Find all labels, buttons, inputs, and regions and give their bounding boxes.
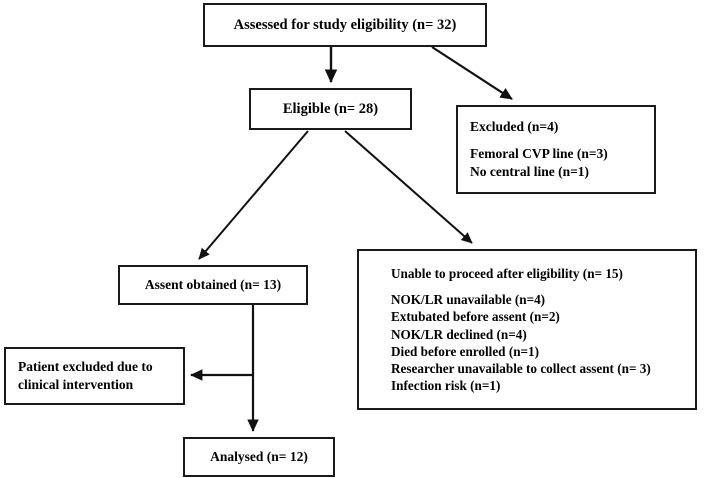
node-unable-reason-4: Researcher unavailable to collect assent… — [391, 360, 651, 376]
edge-eligible-to-unable — [344, 130, 473, 244]
node-unable-reason-3: Died before enrolled (n=1) — [391, 343, 540, 359]
node-patient-excluded-line-0: Patient excluded due to — [18, 359, 153, 375]
node-excluded-heading: Excluded (n=4) — [470, 119, 559, 135]
edge-eligible-to-assent — [198, 130, 309, 260]
node-excluded-reason-1: No central line (n=1) — [470, 163, 590, 179]
node-unable-reason-1: Extubated before assent (n=2) — [391, 309, 560, 325]
node-excluded-reason-0: Femoral CVP line (n=3) — [470, 146, 608, 162]
node-assent-line-0: Assent obtained (n= 13) — [144, 277, 282, 293]
node-unable-reason-0: NOK/LR unavailable (n=4) — [391, 292, 546, 308]
node-excluded: Excluded (n=4) Femoral CVP line (n=3) No… — [456, 105, 656, 194]
node-assessed-for-eligibility: Assessed for study eligibility (n= 32) — [203, 3, 487, 47]
node-analysed-line-0: Analysed (n= 12) — [210, 449, 308, 465]
node-unable-to-proceed: Unable to proceed after eligibility (n= … — [357, 249, 697, 410]
node-eligible-line-0: Eligible (n= 28) — [282, 100, 379, 117]
node-unable-heading: Unable to proceed after eligibility (n= … — [391, 265, 623, 281]
edge-assessed-to-excluded — [431, 46, 513, 100]
node-unable-reason-5: Infection risk (n=1) — [391, 378, 501, 393]
node-patient-excluded-line-1: clinical intervention — [18, 377, 134, 392]
node-assessed-line-0: Assessed for study eligibility (n= 32) — [233, 16, 457, 33]
node-eligible: Eligible (n= 28) — [249, 88, 412, 130]
node-analysed: Analysed (n= 12) — [183, 437, 335, 477]
node-unable-reason-2: NOK/LR declined (n=4) — [391, 326, 527, 342]
node-patient-excluded: Patient excluded due to clinical interve… — [4, 347, 185, 405]
node-assent-obtained: Assent obtained (n= 13) — [118, 265, 308, 305]
